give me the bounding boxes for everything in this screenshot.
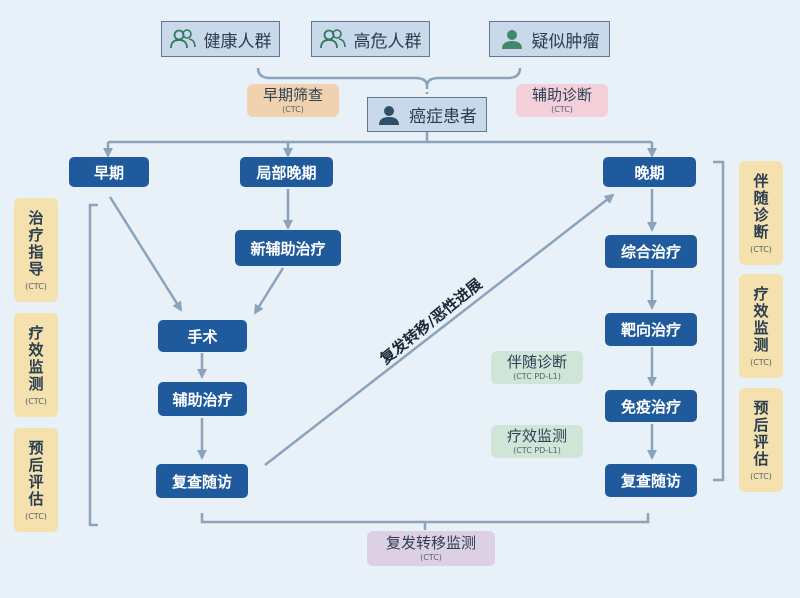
tag-sub: (CTC)	[25, 396, 47, 406]
tag-label: 伴随诊断	[751, 172, 770, 241]
tag-sub: (CTC)	[551, 105, 573, 114]
tag-sub: (CTC)	[750, 244, 772, 254]
population-healthy: 健康人群	[161, 21, 280, 57]
tag-label: 早期筛查	[262, 86, 323, 104]
population-label: 健康人群	[203, 31, 272, 52]
stage-early: 早期	[69, 157, 149, 187]
population-label: 高危人群	[353, 31, 422, 52]
stage-local-late: 局部晚期	[240, 157, 333, 187]
left-treatment-guidance-tag: 治疗指导 (CTC)	[14, 198, 58, 302]
surgery: 手术	[158, 320, 247, 352]
targeted-therapy: 靶向治疗	[605, 313, 697, 346]
tag-label: 预后评估	[26, 439, 45, 508]
efficacy-monitoring-tag: 疗效监测 (CTC PD-L1)	[491, 425, 583, 458]
tag-sub: (CTC)	[420, 553, 442, 562]
aux-diagnosis-tag: 辅助诊断 (CTC)	[516, 84, 608, 117]
tag-label: 辅助诊断	[531, 86, 592, 104]
tag-sub: (CTC)	[25, 511, 47, 521]
recurrence-monitoring-tag: 复发转移监测 (CTC)	[367, 531, 495, 566]
companion-diagnosis-tag: 伴随诊断 (CTC PD-L1)	[491, 351, 583, 384]
tag-sub: (CTC)	[750, 357, 772, 367]
neoadjuvant-therapy: 新辅助治疗	[235, 230, 341, 266]
right-followup: 复查随访	[605, 464, 697, 497]
population-suspected-tumor: 疑似肿瘤	[489, 21, 610, 57]
person-icon	[501, 30, 522, 49]
tag-label: 治疗指导	[26, 209, 45, 278]
tag-label: 伴随诊断	[506, 353, 567, 371]
left-followup: 复查随访	[156, 464, 248, 498]
stage-late: 晚期	[603, 157, 696, 187]
person-group-icon	[319, 29, 346, 49]
patient-label: 癌症患者	[409, 107, 477, 127]
tag-sub: (CTC PD-L1)	[513, 372, 561, 381]
adjuvant-therapy: 辅助治疗	[158, 382, 247, 416]
immune-therapy: 免疫治疗	[605, 390, 697, 422]
person-icon	[379, 105, 399, 125]
tag-label: 疗效监测	[751, 285, 770, 354]
tag-label: 预后评估	[751, 399, 770, 468]
population-high-risk: 高危人群	[311, 21, 430, 57]
right-prognosis-tag: 预后评估 (CTC)	[739, 388, 783, 492]
tag-label: 复发转移监测	[385, 534, 476, 552]
left-prognosis-tag: 预后评估 (CTC)	[14, 428, 58, 532]
cancer-patient-box: 癌症患者	[367, 97, 487, 132]
tag-label: 疗效监测	[26, 324, 45, 393]
tag-sub: (CTC PD-L1)	[513, 446, 561, 455]
left-efficacy-monitoring-tag: 疗效监测 (CTC)	[14, 313, 58, 417]
early-screening-tag: 早期筛查 (CTC)	[247, 84, 339, 117]
population-label: 疑似肿瘤	[531, 31, 600, 52]
tag-sub: (CTC)	[750, 471, 772, 481]
right-efficacy-monitoring-tag: 疗效监测 (CTC)	[739, 274, 783, 378]
tag-label: 疗效监测	[506, 427, 567, 445]
tag-sub: (CTC)	[25, 281, 47, 291]
comprehensive-therapy: 综合治疗	[605, 235, 697, 268]
right-companion-diagnosis-tag: 伴随诊断 (CTC)	[739, 161, 783, 265]
person-group-icon	[169, 29, 196, 49]
tag-sub: (CTC)	[282, 105, 304, 114]
